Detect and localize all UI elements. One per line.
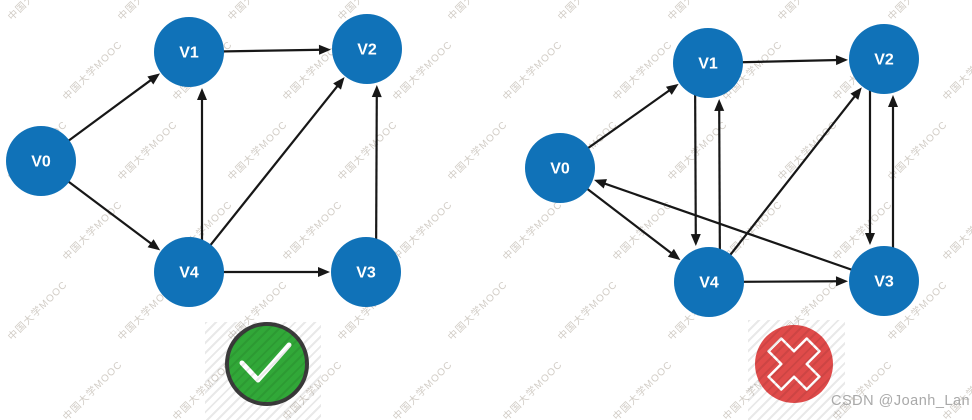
arrowhead-V3-V2: [888, 95, 898, 107]
node-label-V1: V1: [698, 56, 718, 73]
arrowhead-V4-V2: [333, 77, 345, 90]
node-label-V1: V1: [179, 45, 199, 62]
graph-node-V3: [849, 246, 919, 316]
arrowhead-V4-V2: [850, 87, 862, 100]
node-label-V0: V0: [31, 154, 51, 171]
credit-watermark: CSDN @Joanh_Lan: [831, 393, 971, 409]
arrowhead-V1-V4: [690, 234, 701, 247]
edge-V3-V0: [602, 181, 885, 283]
graph-node-V3: [331, 237, 401, 307]
graph-node-V1: [154, 17, 224, 87]
arrowhead-V0-V4: [667, 248, 681, 261]
edge-V4-V2: [708, 93, 858, 283]
graph-node-V4: [154, 237, 224, 307]
node-label-V3: V3: [356, 265, 376, 282]
graph-node-V2: [332, 14, 402, 84]
node-label-V2: V2: [357, 42, 377, 59]
graph-node-V4: [674, 247, 744, 317]
node-label-V2: V2: [874, 52, 894, 69]
arrowhead-V4-V1: [714, 98, 725, 111]
node-label-V3: V3: [874, 274, 894, 291]
arrowhead-V0-V1: [665, 83, 679, 95]
arrowhead-V1-V2: [318, 44, 332, 55]
arrowhead-V3-V0: [593, 179, 607, 189]
arrowhead-V3-V2: [371, 85, 382, 98]
arrowhead-V0-V4: [147, 239, 161, 251]
edge-V4-V2: [188, 83, 340, 273]
node-label-V0: V0: [550, 161, 570, 178]
arrowhead-V4-V3: [835, 276, 849, 287]
valid-check-circle: [225, 322, 309, 406]
arrowhead-V4-V3: [318, 267, 330, 277]
graph-node-V2: [849, 24, 919, 94]
invalid-cross-circle: [755, 325, 833, 403]
arrowhead-V4-V1: [197, 88, 207, 100]
arrowhead-V1-V2: [835, 55, 849, 66]
node-label-V4: V4: [179, 265, 199, 282]
invalid-cross-icon: [767, 337, 821, 391]
graph-node-V1: [673, 28, 743, 98]
valid-check-icon: [239, 342, 292, 383]
node-label-V4: V4: [699, 275, 719, 292]
arrowhead-V2-V3: [865, 233, 875, 245]
graph-node-V0: [525, 133, 595, 203]
arrowhead-V0-V1: [147, 73, 161, 85]
graph-node-V0: [6, 126, 76, 196]
